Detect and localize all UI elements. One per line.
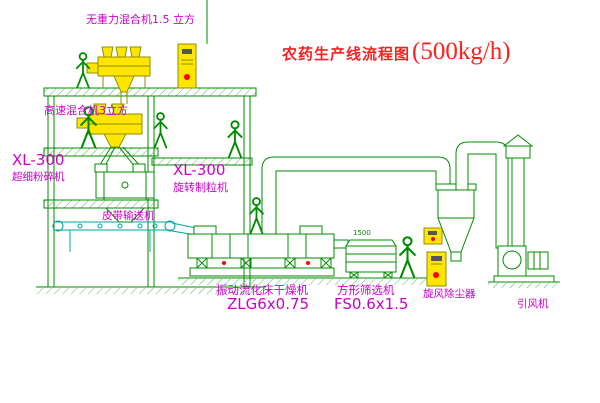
person-figure — [399, 236, 416, 279]
diagram-title: 农药生产线流程图 (500kg/h) — [282, 38, 511, 66]
indicator-dot — [184, 74, 190, 80]
label-left-machine-name: 超细粉碎机 — [12, 171, 65, 183]
fluid-bed-dryer — [187, 225, 335, 277]
granulator-machine — [94, 163, 155, 200]
cyclone-dust-collector — [435, 183, 477, 262]
exhaust-stack — [511, 157, 525, 249]
label-sifter-model: FS0.6x1.5 — [334, 295, 409, 313]
label-belt-conveyor: 皮带输送机 — [102, 210, 155, 222]
indicator-dot — [431, 237, 435, 241]
title-capacity: (500kg/h) — [412, 38, 511, 65]
vibration-mounts — [196, 257, 332, 269]
stack-cap — [505, 145, 531, 159]
control-panel-upper — [177, 43, 197, 89]
label-high-speed-mixer: 高速混合机3立方 — [44, 104, 128, 117]
discharge-hopper — [104, 207, 146, 223]
square-sifter-machine — [333, 239, 397, 279]
fan-motor — [527, 251, 549, 270]
control-panel-tall — [426, 251, 447, 287]
indicator-dot — [433, 272, 439, 278]
label-top-mixer: 无重力混合机1.5 立方 — [86, 13, 195, 26]
label-center-machine-model: XL-300 — [173, 161, 226, 179]
label-left-machine-model: XL-300 — [12, 151, 65, 169]
person-figure — [153, 112, 168, 149]
label-fan: 引风机 — [517, 298, 549, 310]
main-duct — [261, 156, 451, 235]
title-text: 农药生产线流程图 — [282, 45, 411, 63]
label-cyclone: 旋风除尘器 — [423, 288, 476, 300]
label-sifter-dimension: 1500 — [353, 229, 371, 237]
label-dryer-model: ZLG6x0.75 — [227, 295, 310, 313]
top-mixer-machine — [86, 46, 151, 104]
indicator-dot — [222, 261, 226, 265]
control-panel-small — [423, 227, 443, 245]
belt-conveyor — [52, 220, 197, 252]
label-center-machine-name: 旋转制粒机 — [173, 181, 228, 194]
person-figure — [249, 197, 264, 235]
person-figure — [227, 120, 243, 159]
indicator-dot — [306, 261, 310, 265]
label-dryer-name: 振动流化床干燥机 — [216, 283, 308, 297]
label-sifter-name: 方形筛选机 — [337, 283, 395, 297]
induced-draft-fan — [493, 134, 555, 283]
tower-structure — [36, 0, 266, 288]
